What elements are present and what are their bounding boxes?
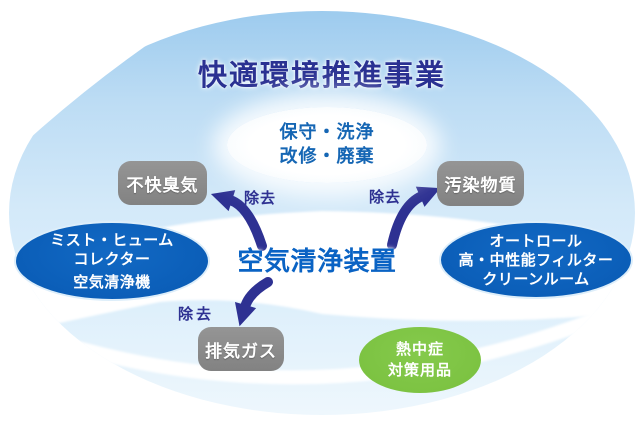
product-left-line-3: 空気清浄機 (73, 272, 151, 291)
product-right-line-3: クリーンルーム (482, 269, 590, 288)
product-left-line-2: コレクター (73, 249, 151, 268)
maintenance-line-1: 保守・洗浄 (279, 122, 375, 143)
top-left-white-swoosh (0, 0, 216, 166)
heatstroke-line-2: 対策用品 (387, 361, 452, 379)
product-ellipse-right: オートロール 高・中性能フィルター クリーンルーム (439, 221, 633, 299)
target-box-exhaust: 排気ガス (198, 327, 284, 371)
target-box-pollutant: 汚染物質 (437, 161, 524, 206)
diagram-title: 快適環境推進事業 (197, 58, 446, 92)
device-label: 空気清浄装置 (237, 247, 397, 277)
arrow-to-exhaust-icon (234, 277, 273, 327)
arrow-to-pollutant-icon (387, 186, 441, 250)
maintenance-ellipse: 保守・洗浄 改修・廃棄 (227, 107, 427, 183)
arrow-to-odor-icon (210, 190, 267, 251)
maintenance-line-2: 改修・廃棄 (279, 146, 375, 167)
product-right-line-2: 高・中性能フィルター (458, 250, 614, 269)
product-left-line-1: ミスト・ヒューム (50, 230, 174, 249)
heatstroke-line-1: 熱中症 (395, 340, 444, 358)
heatstroke-ellipse: 熱中症 対策用品 (359, 327, 481, 393)
product-right-line-1: オートロール (489, 231, 583, 250)
product-ellipse-left: ミスト・ヒューム コレクター 空気清浄機 (14, 221, 210, 301)
target-box-odor: 不快臭気 (118, 161, 207, 205)
remove-label-left: 除去 (244, 189, 277, 207)
remove-label-right: 除去 (369, 188, 402, 206)
remove-label-bottom: 除去 (178, 305, 215, 323)
